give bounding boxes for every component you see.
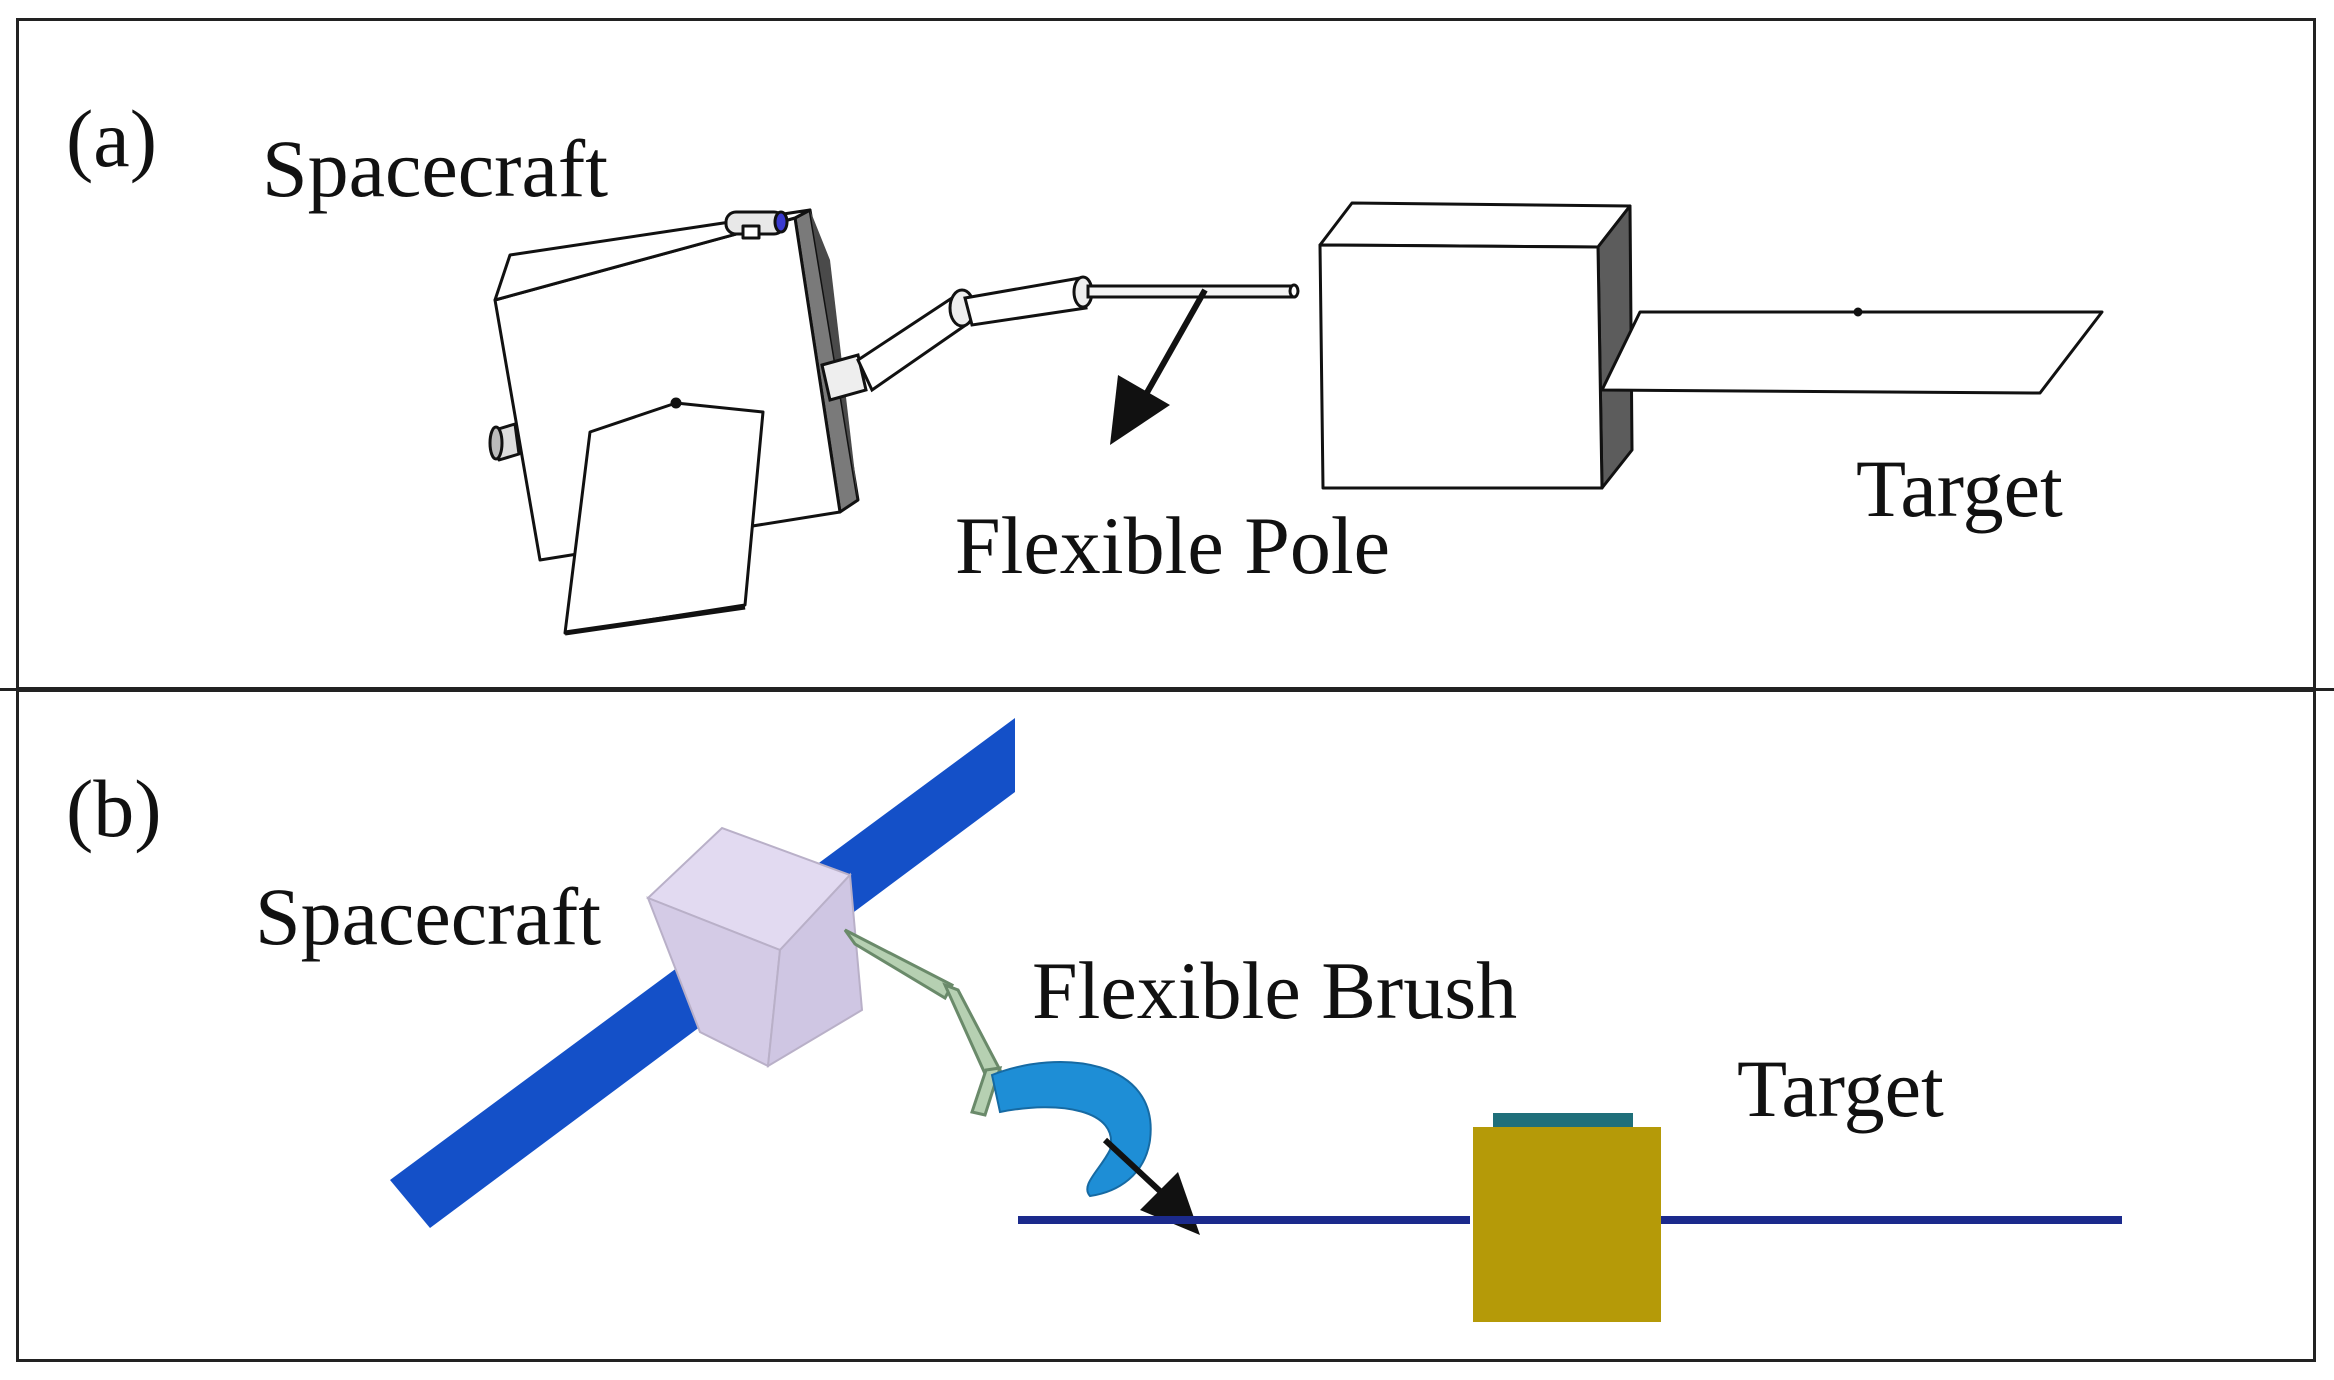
spacecraft-a-solar-sheet-base: [564, 604, 746, 636]
spacecraft-label-b: Spacecraft: [255, 871, 601, 962]
spacecraft-a-nozzle-rim: [488, 425, 504, 461]
spacecraft-label-a: Spacecraft: [262, 123, 608, 214]
target-a-front: [1318, 243, 1604, 490]
panel-divider: [0, 688, 2334, 691]
motion-arrow-a-head: [1110, 375, 1170, 445]
target-label-b: Target: [1737, 1043, 1944, 1134]
panel-label-a: (a): [66, 93, 158, 184]
flexible-pole-a: [1086, 284, 1296, 299]
spacecraft-a: [488, 208, 860, 636]
arm-a-upper-link: [963, 276, 1088, 327]
spacecraft-a-camera-lens: [773, 210, 789, 234]
spacecraft-a-solar-hinge: [670, 397, 682, 409]
motion-arrow-a-shaft: [1137, 288, 1208, 407]
flexible-brush-b: [990, 1060, 1152, 1198]
flexible-brush-label: Flexible Brush: [1032, 945, 1518, 1036]
target-label-a: Target: [1856, 443, 2063, 534]
arm-b: [843, 928, 1003, 1117]
panel-label-b: (b): [66, 763, 162, 854]
arm-b-link-2: [942, 982, 1003, 1078]
target-a-panel-hinge: [1853, 307, 1863, 317]
spacecraft-b-front: [766, 872, 864, 1068]
target-a: [1318, 201, 2104, 490]
target-b-top: [1493, 1113, 1633, 1127]
flexible-pole-a-tip: [1288, 283, 1300, 299]
target-a-top: [1318, 201, 1632, 249]
spacecraft-a-solar-sheet: [563, 401, 765, 635]
flexible-pole-label: Flexible Pole: [955, 500, 1391, 591]
arm-a-base-joint: [820, 353, 868, 402]
panel-b: [16, 690, 2316, 1362]
arm-a: [820, 275, 1300, 402]
motion-arrow-a: [1110, 288, 1208, 445]
spacecraft-b: [646, 826, 864, 1068]
spacecraft-a-side-shade: [810, 210, 858, 500]
target-a-panel: [1600, 310, 2104, 395]
target-b-body: [1473, 1127, 1661, 1322]
spacecraft-a-camera-mount: [741, 224, 761, 240]
arm-b-link-1: [843, 928, 955, 1001]
